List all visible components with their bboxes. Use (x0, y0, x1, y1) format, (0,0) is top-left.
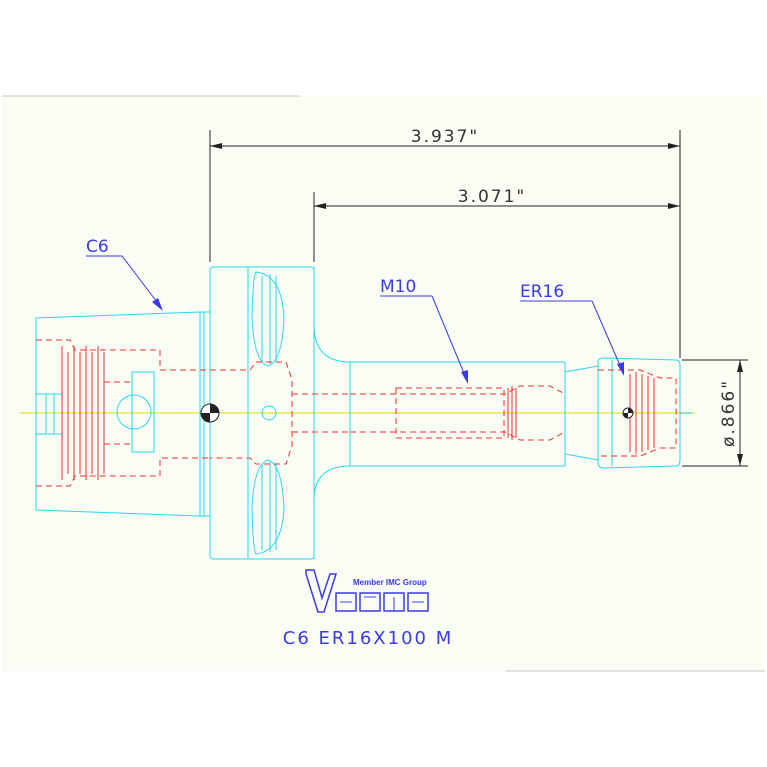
c6-shank (35, 311, 210, 517)
iscar-logo: Member IMC Group (305, 569, 429, 613)
er16-hidden-lines (598, 369, 677, 457)
body-hidden-lines (350, 385, 566, 441)
gauge-length-label: 3.071" (458, 187, 527, 207)
flange (209, 266, 565, 560)
gauge-point-nose (622, 407, 634, 419)
iscar-tagline: Member IMC Group (353, 578, 427, 587)
callout-er16: ER16 (520, 282, 624, 376)
callout-m10-label: M10 (380, 277, 416, 297)
c6-hidden-lines (36, 339, 210, 487)
callout-c6-label: C6 (86, 237, 109, 257)
dimension-diameter: ø.866" (682, 359, 748, 467)
iscar-logo-mark (305, 569, 338, 613)
part-number: C6 ER16X100 M (283, 628, 453, 649)
diameter-label: ø.866" (719, 379, 739, 447)
paper-sheet (2, 96, 765, 671)
overall-length-label: 3.937" (411, 127, 480, 147)
dimension-gauge-length: 3.071" (313, 187, 680, 262)
gauge-point-flange (200, 403, 220, 423)
callout-m10: M10 (380, 277, 468, 384)
callout-c6: C6 (86, 237, 163, 311)
callout-er16-label: ER16 (520, 282, 564, 302)
dimension-overall-length: 3.937" (209, 127, 681, 358)
er16-nut (597, 357, 692, 469)
flange-hidden-lines (210, 361, 350, 465)
